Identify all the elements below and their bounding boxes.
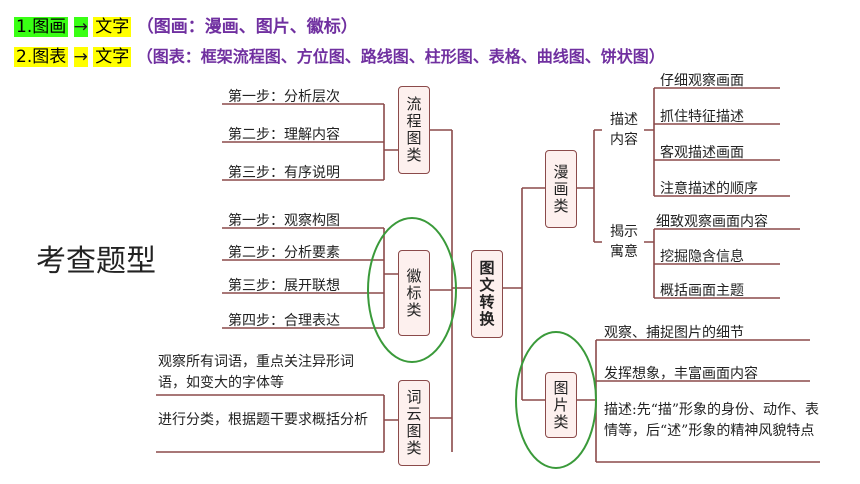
describe-item-3: 客观描述画面 bbox=[660, 145, 744, 161]
node-wordcloud: 词云图类 bbox=[398, 380, 430, 466]
emblem-step-3: 第三步：展开联想 bbox=[228, 278, 340, 294]
reveal-item-1: 细致观察画面内容 bbox=[656, 214, 768, 230]
node-picture: 图片类 bbox=[545, 372, 577, 438]
flow-step-1: 第一步：分析层次 bbox=[228, 89, 340, 105]
comic-reveal-label: 揭示寓意 bbox=[610, 224, 638, 260]
emblem-step-2: 第二步：分析要素 bbox=[228, 245, 340, 261]
wordcloud-step-2: 进行分类，根据题干要求概括分析 bbox=[158, 412, 368, 428]
describe-item-4: 注意描述的顺序 bbox=[660, 181, 758, 197]
header-2-prefix: 2.图表 bbox=[14, 47, 69, 67]
picture-item-1: 观察、捕捉图片的细节 bbox=[604, 325, 744, 341]
comic-describe-label: 描述内容 bbox=[610, 112, 638, 148]
describe-item-2: 抓住特征描述 bbox=[660, 109, 744, 125]
header-2-target: 文字 bbox=[93, 47, 132, 67]
wordcloud-step-1: 观察所有词语，重点关注异形词语，如变大的字体等 bbox=[158, 354, 354, 391]
center-node: 图文转换 bbox=[471, 250, 503, 338]
picture-item-2: 发挥想象，丰富画面内容 bbox=[604, 366, 758, 382]
highlight-circle-picture bbox=[515, 331, 597, 469]
node-emblem: 徽标类 bbox=[398, 250, 430, 336]
arrow-right-icon: → bbox=[73, 47, 88, 67]
header-1-prefix: 1.图画 bbox=[14, 17, 69, 37]
flow-step-2: 第二步：理解内容 bbox=[228, 127, 340, 143]
header-1-note: （图画：漫画、图片、徽标） bbox=[136, 17, 358, 37]
page-title: 考查题型 bbox=[36, 244, 156, 279]
node-flowchart: 流程图类 bbox=[398, 86, 430, 174]
arrow-right-icon: → bbox=[73, 17, 88, 37]
flow-step-3: 第三步：有序说明 bbox=[228, 165, 340, 181]
describe-item-1: 仔细观察画面 bbox=[660, 73, 744, 89]
reveal-item-3: 概括画面主题 bbox=[660, 283, 744, 299]
emblem-step-1: 第一步：观察构图 bbox=[228, 213, 340, 229]
picture-item-3: 描述:先“描”形象的身份、动作、表情等，后“述”形象的精神风貌特点 bbox=[604, 402, 820, 439]
header-line-1: 1.图画 → 文字 （图画：漫画、图片、徽标） bbox=[14, 16, 358, 38]
highlight-circle-emblem bbox=[367, 217, 457, 363]
header-2-note: （图表：框架流程图、方位图、路线图、柱形图、表格、曲线图、饼状图） bbox=[136, 47, 665, 66]
reveal-item-2: 挖掘隐含信息 bbox=[660, 249, 744, 265]
header-line-2: 2.图表 → 文字 （图表：框架流程图、方位图、路线图、柱形图、表格、曲线图、饼… bbox=[14, 46, 665, 68]
node-comic: 漫画类 bbox=[545, 150, 577, 228]
emblem-step-4: 第四步：合理表达 bbox=[228, 313, 340, 329]
header-1-target: 文字 bbox=[93, 17, 132, 37]
